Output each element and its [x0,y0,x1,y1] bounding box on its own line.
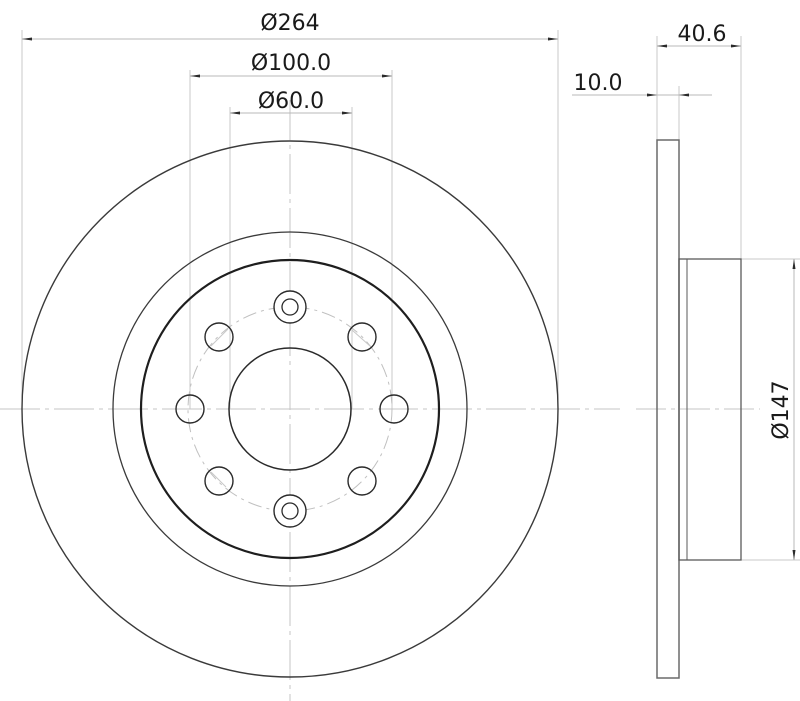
bolt-hole-bottom-outer [273,494,307,528]
bolt-hole-top-right [347,322,377,352]
dim-label-40-6: 40.6 [678,22,727,47]
dim-label-264: Ø264 [260,11,319,36]
bolt-hole-left [175,394,205,424]
bolt-hole-top-left [204,322,234,352]
bolt-hole-top-outer [273,290,307,324]
dim-label-10: 10.0 [574,71,623,96]
hole-center-mark [210,471,227,488]
dim-label-60: Ø60.0 [258,89,324,114]
bolt-hole-bottom-left [204,466,234,496]
hole-center-mark [351,329,371,347]
outer-disc-edge [21,140,559,678]
dim-label-147: Ø147 [769,380,794,439]
center-bore [228,347,352,471]
bolt-hole-right [379,394,409,424]
bolt-hole-bottom-right [347,466,377,496]
hat-profile [678,258,742,561]
hole-center-mark [210,328,229,347]
bolt-hole-bottom-inner [281,502,299,520]
bolt-hole-top-inner [281,298,299,316]
front-view: Ø264 Ø100.0 Ø60.0 [0,11,620,701]
friction-ring-inner-edge [112,231,468,587]
hat-outer-edge [139,258,441,560]
bolt-holes [175,290,409,528]
dim-label-100: Ø100.0 [251,51,331,76]
side-view: 40.6 10.0 Ø147 [572,22,800,679]
